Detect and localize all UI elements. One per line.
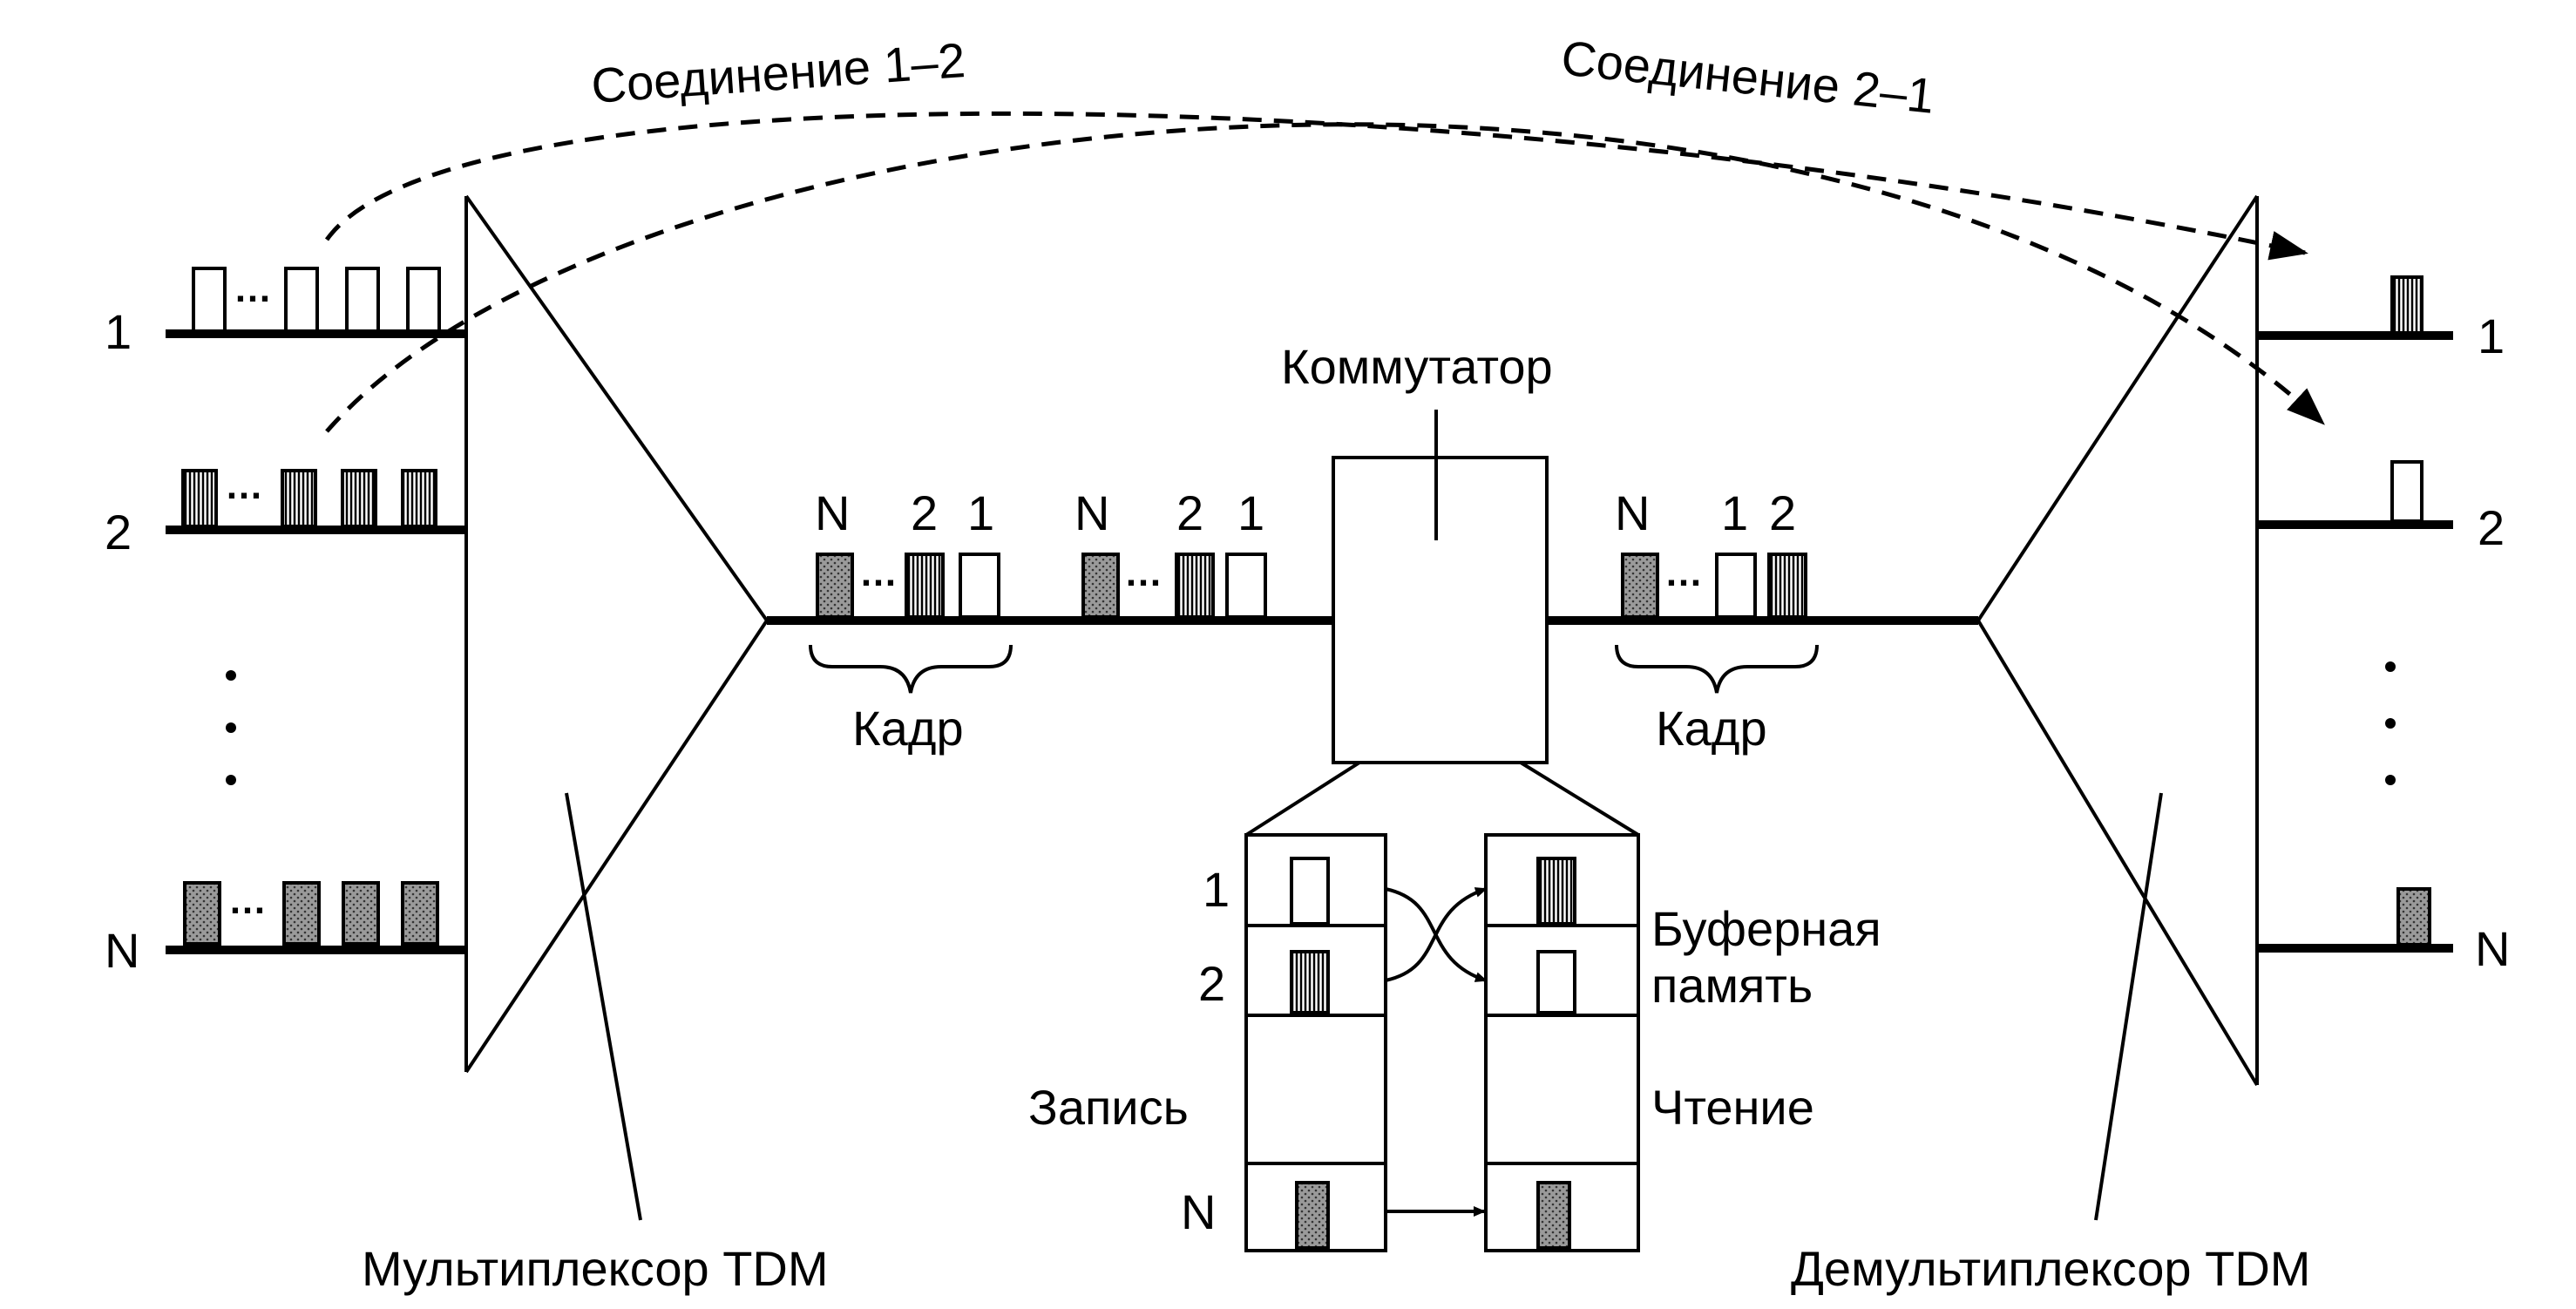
output-line-n-label: N — [2475, 921, 2510, 976]
ellipsis: … — [1124, 552, 1163, 594]
frame-1-slot-label: N — [815, 485, 850, 540]
multiplexer-label: Мультиплексор TDM — [362, 1241, 829, 1296]
input-line-2-label: 2 — [105, 505, 132, 560]
zoom-line-left — [1244, 761, 1361, 837]
slot-dotted — [282, 881, 321, 946]
write-label: Запись — [1028, 1080, 1189, 1135]
slot-empty — [345, 267, 380, 333]
read-label: Чтение — [1651, 1080, 1814, 1135]
ellipsis: … — [225, 465, 263, 507]
slot-dotted — [183, 881, 221, 946]
slot-striped — [181, 469, 218, 528]
input-dots — [226, 670, 236, 785]
output-line-2: 2 — [2257, 460, 2505, 555]
demultiplexer-label: Демультиплексор TDM — [1791, 1241, 2310, 1296]
slot-empty — [1536, 950, 1576, 1014]
frame-out-slot-label: 2 — [1769, 485, 1796, 540]
output-dots — [2385, 661, 2396, 785]
slot-empty — [2390, 460, 2423, 523]
ellipsis: … — [859, 552, 898, 594]
switch-box — [1332, 456, 1549, 764]
input-line-1-label: 1 — [105, 304, 132, 359]
slot-striped — [905, 553, 945, 619]
frame-2-slot-label: 2 — [1176, 485, 1203, 540]
ellipsis: … — [228, 879, 267, 922]
connection-2-1-label: Соединение 2–1 — [1559, 30, 1937, 124]
slot-dotted — [1081, 553, 1120, 619]
frame-2-slot-label: 1 — [1237, 485, 1264, 540]
slot-dotted — [342, 881, 380, 946]
ellipsis: … — [1664, 552, 1703, 594]
buffer-row-label: 2 — [1198, 956, 1225, 1011]
frame-2-slot-label: N — [1074, 485, 1109, 540]
slot-dotted — [1536, 1181, 1571, 1250]
slot-dotted — [401, 881, 439, 946]
frame-1: N 2 1 … Кадр — [809, 485, 1013, 756]
slot-striped — [401, 469, 437, 528]
frame-1-label: Кадр — [852, 701, 964, 756]
input-line-n: N … — [105, 879, 466, 978]
frame-1-slot-label: 2 — [911, 485, 938, 540]
input-line-1: 1 … — [105, 267, 466, 359]
slot-striped — [2390, 275, 2423, 335]
tdm-demultiplexer: Демультиплексор TDM — [1791, 194, 2310, 1296]
output-line-1: 1 — [2257, 275, 2505, 363]
frame-2: N 2 1 … — [1074, 485, 1267, 619]
slot-dotted — [2396, 887, 2431, 946]
output-line-2-label: 2 — [2478, 500, 2505, 555]
slot-empty — [192, 267, 227, 333]
slot-dotted — [1295, 1181, 1330, 1250]
slot-striped — [281, 469, 317, 528]
slot-empty — [406, 267, 441, 333]
frame-1-brace — [809, 644, 1013, 694]
frame-out-slot-label: N — [1615, 485, 1650, 540]
buffer-memory: 1 2 N Буферная память Запись Чтение — [1028, 833, 1881, 1252]
slot-striped — [1767, 553, 1807, 619]
output-line-1-label: 1 — [2478, 309, 2505, 363]
slot-dotted — [1621, 553, 1659, 619]
frame-out: N 1 2 … Кадр — [1615, 485, 1819, 756]
buffer-row-label: N — [1181, 1184, 1216, 1239]
connection-1-2-label: Соединение 1–2 — [589, 32, 966, 113]
buffer-memory-label-line2: память — [1651, 958, 1813, 1013]
ellipsis: … — [234, 268, 272, 310]
slot-empty — [1290, 857, 1330, 926]
slot-empty — [959, 553, 1000, 619]
frame-out-slot-label: 1 — [1721, 485, 1748, 540]
slot-striped — [1536, 857, 1576, 926]
output-line-n: N — [2257, 887, 2510, 976]
slot-striped — [1290, 950, 1330, 1014]
slot-striped — [1175, 553, 1215, 619]
switch: Коммутатор — [1244, 339, 1640, 837]
swap-arrow-2-to-1 — [1385, 887, 1488, 982]
frame-1-slot-label: 1 — [967, 485, 994, 540]
slot-empty — [284, 267, 319, 333]
connection-1-2-curve — [324, 111, 2308, 261]
tdm-multiplexer: Мультиплексор TDM — [362, 194, 829, 1296]
swap-arrow-1-to-2 — [1385, 887, 1488, 982]
slot-empty — [1225, 553, 1267, 619]
slot-empty — [1715, 553, 1757, 619]
frame-out-label: Кадр — [1656, 701, 1767, 756]
buffer-memory-label-line1: Буферная — [1651, 901, 1881, 956]
slot-striped — [341, 469, 377, 528]
zoom-line-right — [1519, 761, 1640, 837]
switch-label: Коммутатор — [1281, 339, 1553, 394]
frame-out-brace — [1615, 644, 1819, 694]
buffer-row-label: 1 — [1203, 862, 1230, 917]
input-line-2: 2 … — [105, 465, 466, 560]
input-line-n-label: N — [105, 923, 139, 978]
slot-dotted — [816, 553, 854, 619]
